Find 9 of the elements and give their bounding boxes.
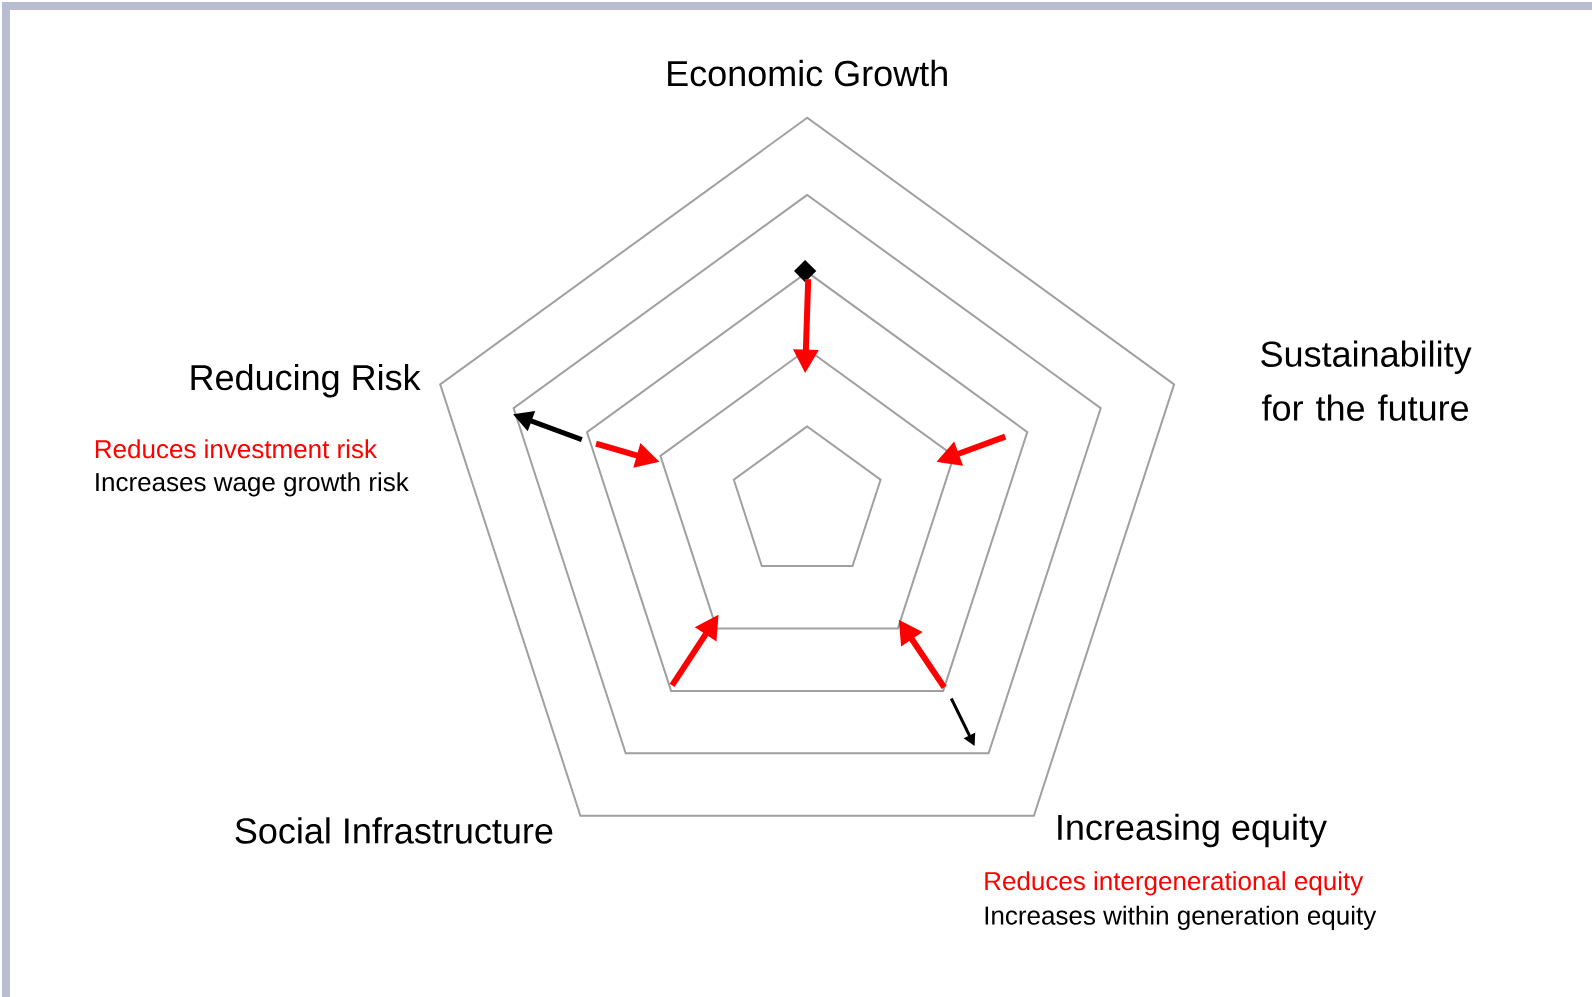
note-text: Reduces investment risk — [95, 439, 377, 459]
axis-label: Reducing Risk — [191, 363, 421, 398]
axis-label: Increasing equity — [1058, 813, 1327, 848]
note-text: Increases wage growth risk — [96, 472, 409, 497]
axis-label: Economic Growth — [668, 59, 947, 87]
note-text: Increases within generation equity — [985, 905, 1377, 930]
note-text: Reduces intergenerational equity — [985, 871, 1364, 896]
axis-label: Social Infrastructure — [235, 817, 553, 844]
axis-label: Sustainability for the future — [1261, 340, 1472, 421]
